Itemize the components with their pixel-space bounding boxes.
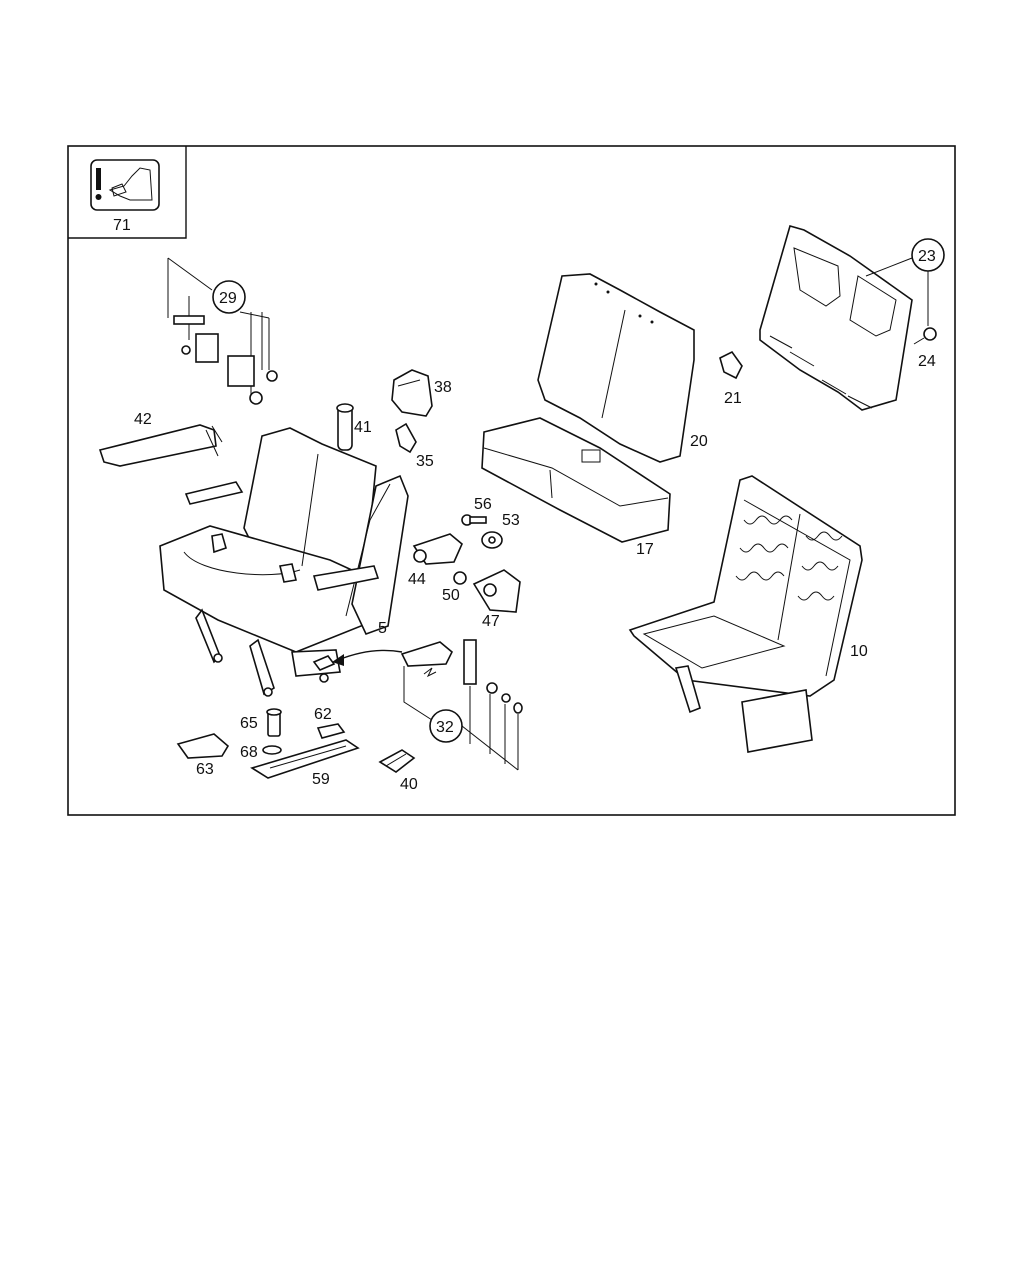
callout-35: 35	[416, 453, 434, 470]
callout-38: 38	[434, 379, 452, 396]
caution-icon	[95, 167, 153, 201]
callout-44: 44	[408, 571, 426, 588]
part-40-spring-clip: 40	[378, 749, 418, 793]
part-65-screw: 65	[240, 708, 282, 737]
part-5-seat-assembly: 5	[159, 427, 409, 697]
callout-10: 10	[850, 643, 868, 660]
part-35-clip: 35	[395, 422, 434, 470]
part-50-nut: 50	[442, 571, 467, 604]
part-20-backrest: 20	[537, 273, 708, 463]
part-21-clip: 21	[719, 350, 743, 407]
callout-29: 29	[219, 290, 237, 307]
callout-65: 65	[240, 715, 258, 732]
callout-42: 42	[134, 411, 152, 428]
callout-20: 20	[690, 433, 708, 450]
diagram-frame	[67, 145, 956, 816]
arrow-icon	[332, 649, 403, 666]
callout-71: 71	[113, 217, 131, 234]
part-41-pin: 41	[336, 403, 372, 451]
part-24-screw: 24	[913, 327, 937, 370]
part-10-seat-frame: 10	[628, 475, 868, 753]
part-68-washer: 68	[240, 744, 282, 761]
callout-62: 62	[314, 706, 332, 723]
callout-40: 40	[400, 776, 418, 793]
part-59-rail: 59	[250, 739, 360, 788]
callout-53: 53	[502, 512, 520, 529]
callout-59: 59	[312, 771, 330, 788]
part-53-bushing: 53	[481, 512, 520, 549]
part-29-brackets	[167, 257, 278, 405]
callout-5: 5	[378, 620, 387, 637]
inset-71: 71	[68, 146, 187, 239]
callout-41: 41	[354, 419, 372, 436]
part-42-armrest: 42	[98, 411, 223, 467]
part-38-cover: 38	[391, 369, 452, 417]
part-56-bolt: 56	[461, 496, 492, 526]
callout-32-circle: 32	[429, 709, 463, 743]
part-32-latch	[400, 639, 523, 771]
callout-68: 68	[240, 744, 258, 761]
part-63-cover: 63	[176, 733, 230, 778]
part-62-clip: 62	[314, 706, 346, 739]
callout-23-circle: 23	[911, 238, 945, 326]
callout-21: 21	[724, 390, 742, 407]
callout-47: 47	[482, 613, 500, 630]
part-23-rear-panel	[759, 225, 913, 411]
callout-29-circle: 29	[212, 280, 246, 314]
callout-23: 23	[918, 248, 936, 265]
callout-24: 24	[918, 353, 936, 370]
callout-63: 63	[196, 761, 214, 778]
callout-32: 32	[436, 719, 454, 736]
part-17-seat-cushion: 17	[481, 417, 671, 558]
callout-56: 56	[474, 496, 492, 513]
part-44-loop: 44	[408, 533, 463, 588]
callout-17: 17	[636, 541, 654, 558]
callout-50: 50	[442, 587, 460, 604]
part-47-bracket: 47	[472, 569, 521, 630]
